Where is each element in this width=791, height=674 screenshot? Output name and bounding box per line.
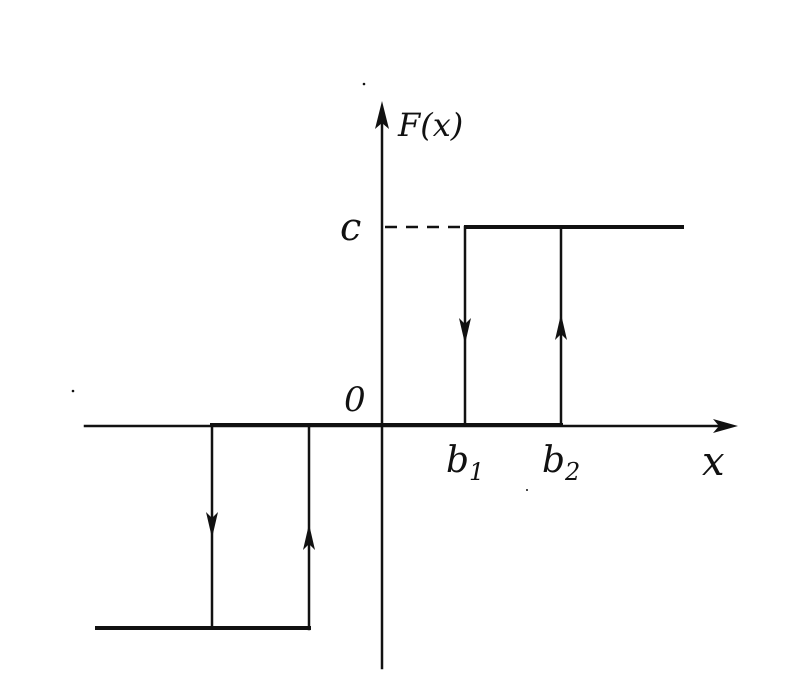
b1-down-arrow — [459, 318, 471, 344]
origin-label: 0 — [344, 380, 366, 420]
c-level-label: c — [340, 205, 361, 249]
scan-speck — [526, 489, 528, 491]
x-axis-arrowhead — [713, 419, 738, 433]
neg-b2-down-arrow — [206, 512, 218, 538]
b2-label: b2 — [542, 440, 580, 486]
neg-b1-up-arrow — [303, 524, 315, 550]
b1-label-subscript: 1 — [469, 458, 484, 486]
scan-speck — [362, 82, 366, 86]
b1-label: b1 — [446, 440, 484, 486]
x-axis-label: x — [702, 439, 725, 485]
b2-up-arrow — [555, 314, 567, 340]
y-axis-label: F(x) — [397, 106, 463, 144]
y-axis-arrowhead — [375, 101, 389, 129]
b1-label-main: b — [446, 440, 469, 481]
scan-speck — [71, 389, 75, 393]
b2-label-subscript: 2 — [564, 458, 580, 486]
b2-label-main: b — [542, 440, 565, 481]
